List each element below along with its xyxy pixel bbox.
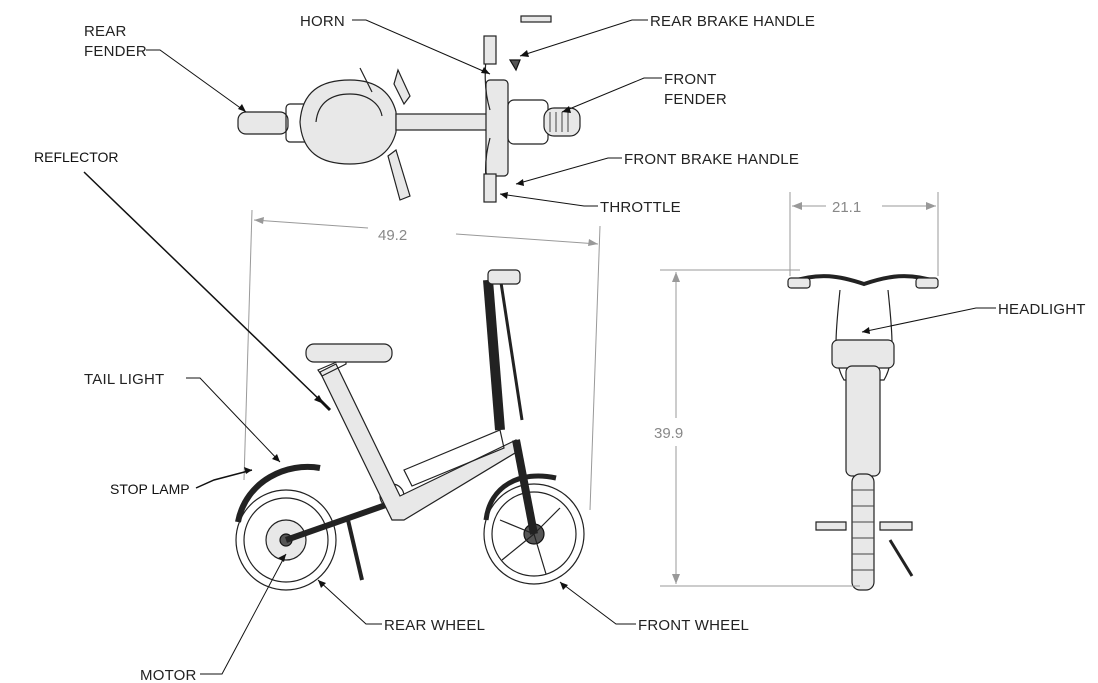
side-seat bbox=[305, 343, 393, 363]
side-rear-fender bbox=[235, 464, 321, 523]
accessory-bar bbox=[520, 15, 552, 23]
label-throttle: THROTTLE bbox=[600, 199, 681, 216]
top-handlebar-column bbox=[485, 79, 509, 177]
side-steering-stem bbox=[483, 279, 505, 431]
side-main-frame bbox=[319, 363, 521, 521]
top-folded-pedal-right bbox=[387, 149, 411, 201]
side-rear-rim bbox=[243, 497, 329, 583]
top-tread bbox=[549, 112, 569, 132]
top-seat-contour bbox=[315, 93, 383, 123]
side-front-tire bbox=[483, 483, 585, 585]
label-motor: MOTOR bbox=[140, 667, 197, 683]
label-rear-fender-line2: FENDER bbox=[84, 43, 147, 60]
top-folded-pedal-left bbox=[393, 68, 411, 106]
front-column bbox=[845, 365, 881, 477]
side-swing-arm bbox=[285, 497, 401, 543]
front-headlight-body bbox=[831, 339, 895, 369]
label-front-fender-line2: FENDER bbox=[664, 91, 727, 108]
front-grip-left bbox=[787, 277, 811, 289]
side-front-rim bbox=[491, 491, 577, 577]
label-rear-wheel: REAR WHEEL bbox=[384, 617, 485, 634]
side-steering-rod bbox=[498, 275, 524, 421]
side-handlebar-top bbox=[487, 269, 521, 285]
dimension-length: 49.2 bbox=[243, 209, 601, 511]
side-view-drawing bbox=[235, 269, 585, 591]
front-wheel-frontview bbox=[851, 473, 875, 591]
front-kickstand bbox=[888, 539, 914, 577]
top-front-hub bbox=[507, 99, 549, 145]
top-view-drawing bbox=[237, 15, 581, 203]
front-pedal-right bbox=[879, 521, 913, 531]
label-rear-brake-handle: REAR BRAKE HANDLE bbox=[650, 13, 815, 30]
label-horn: HORN bbox=[300, 13, 345, 30]
dimension-width: 21.1 bbox=[789, 192, 939, 276]
label-front-fender-line1: FRONT bbox=[664, 71, 717, 88]
front-tread bbox=[852, 489, 874, 571]
side-rear-tire bbox=[235, 489, 337, 591]
side-front-spokes bbox=[499, 507, 561, 575]
top-grip-right bbox=[483, 173, 497, 203]
top-rear-fender bbox=[237, 111, 289, 135]
side-battery bbox=[403, 429, 505, 487]
front-pedal-left bbox=[815, 521, 847, 531]
front-handlebar bbox=[789, 274, 939, 287]
top-frame-beam bbox=[395, 113, 489, 131]
label-rear-fender-line1: REAR bbox=[84, 23, 126, 40]
height-dimension-value: 39.9 bbox=[654, 425, 683, 442]
label-stop-lamp: STOP LAMP bbox=[110, 481, 190, 497]
side-kickstand bbox=[346, 519, 364, 581]
top-seat bbox=[299, 79, 397, 165]
side-front-fender bbox=[483, 473, 557, 521]
label-front-brake-handle: FRONT BRAKE HANDLE bbox=[624, 151, 799, 168]
width-dimension-value: 21.1 bbox=[832, 199, 861, 216]
front-view-drawing bbox=[787, 274, 939, 591]
label-headlight: HEADLIGHT bbox=[998, 301, 1086, 318]
top-brake-lever bbox=[508, 59, 521, 72]
length-dimension-value: 49.2 bbox=[378, 227, 407, 244]
top-pedal bbox=[359, 67, 373, 93]
front-grip-right bbox=[915, 277, 939, 289]
side-fork bbox=[512, 439, 538, 535]
label-tail-light: TAIL LIGHT bbox=[84, 371, 164, 388]
label-reflector: REFLECTOR bbox=[34, 149, 119, 165]
label-front-wheel: FRONT WHEEL bbox=[638, 617, 749, 634]
dimension-height: 39.9 bbox=[654, 269, 860, 587]
top-grip-left bbox=[483, 35, 497, 65]
